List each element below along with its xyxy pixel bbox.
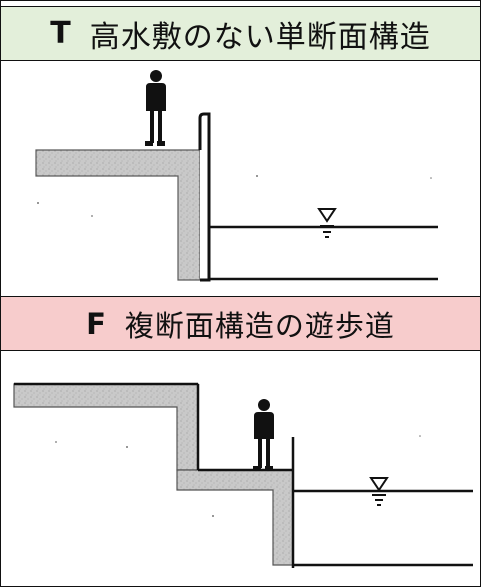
lower-embankment [176,469,294,566]
section-title-f: 複断面構造の遊歩道 [124,308,395,343]
single-section-parapet [198,112,211,282]
person-icon [253,399,274,471]
water-level-icon [317,208,337,238]
water-level-icon [369,477,389,506]
section-title-t: 高水敷のない単断面構造 [89,19,431,55]
single-section-embankment [35,149,201,281]
section-header-f: F 複断面構造の遊歩道 [1,296,480,351]
section-header-t: T 高水敷のない単断面構造 [1,6,480,61]
section-code-t: T [50,16,72,51]
upper-embankment [13,383,199,471]
compound-section-diagram [13,382,473,568]
person-icon [145,70,166,146]
section-code-f: F [86,306,107,341]
single-section-diagram [35,70,438,282]
